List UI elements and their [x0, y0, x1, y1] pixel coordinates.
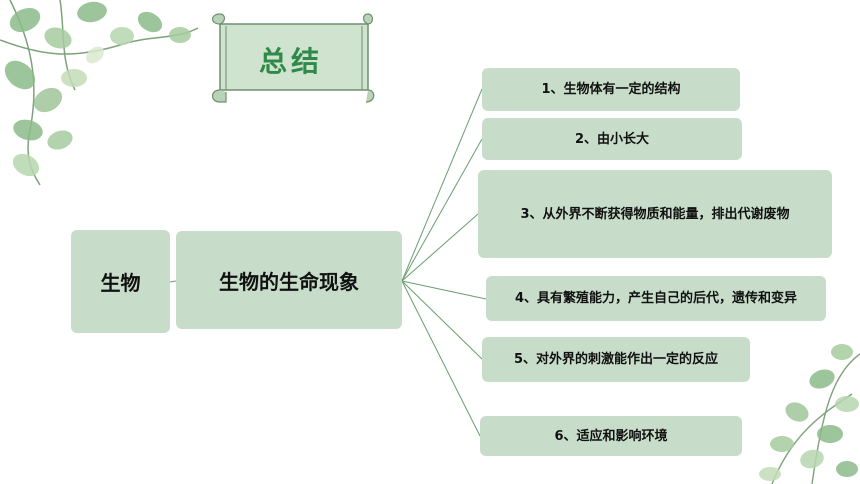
branch-item-3: 3、从外界不断获得物质和能量，排出代谢废物: [478, 170, 832, 258]
branch-item-4: 4、具有繁殖能力，产生自己的后代，遗传和变异: [486, 276, 826, 321]
connector-item-5: [401, 280, 483, 360]
leaf-decoration-bottom-right-icon: [759, 344, 860, 484]
leaf-decoration-top-left-icon: [0, 0, 199, 186]
center-node: 生物的生命现象: [176, 231, 402, 329]
connector-item-1: [401, 88, 483, 282]
connector-item-2: [401, 138, 483, 282]
connector-item-3: [401, 213, 479, 282]
page-title: 总结: [258, 45, 323, 78]
branch-item-2: 2、由小长大: [482, 118, 742, 160]
connector-item-4: [401, 280, 487, 300]
root-node: 生物: [71, 230, 170, 333]
connector-item-6: [401, 280, 481, 437]
branch-item-1: 1、生物体有一定的结构: [482, 68, 740, 111]
connector-root-center: [169, 280, 177, 283]
scroll-banner-icon: [211, 13, 375, 103]
branch-item-5: 5、对外界的刺激能作出一定的反应: [482, 337, 750, 382]
branch-item-6: 6、适应和影响环境: [480, 416, 742, 456]
